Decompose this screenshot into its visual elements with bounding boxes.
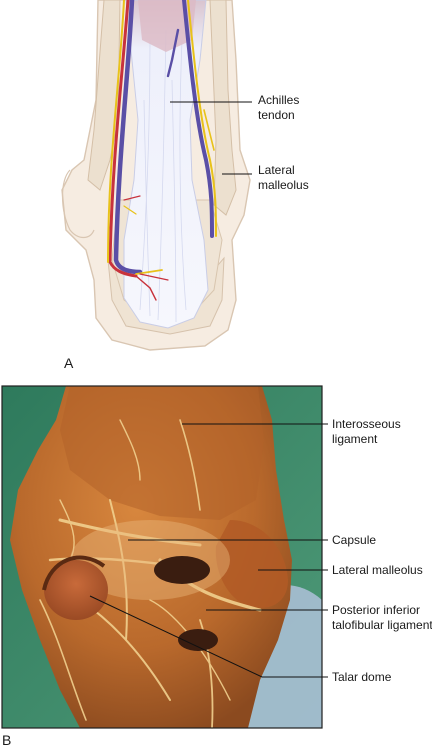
label-achilles-line2: tendon: [258, 108, 295, 122]
photo-frame: [1, 385, 323, 729]
panel-letter-b: B: [2, 732, 11, 748]
label-pitfl-line1: Posterior inferior: [332, 603, 420, 617]
label-lateral-line1: Lateral: [258, 163, 295, 177]
lateral-malleolus-contour: [61, 169, 95, 239]
label-interosseous-line1: Interosseous: [332, 417, 401, 431]
label-posterior-inferior-talofibular-ligament: Posterior inferior talofibular ligament: [332, 603, 432, 632]
label-achilles-tendon: Achilles tendon: [258, 93, 303, 122]
label-talar-dome: Talar dome: [332, 670, 392, 684]
label-achilles-line1: Achilles: [258, 93, 299, 107]
muscle-belly: [138, 0, 196, 52]
joint-cavity-upper: [154, 556, 210, 584]
label-lateral-malleolus-b: Lateral malleolus: [332, 563, 423, 577]
tendon-fibres: [139, 29, 187, 323]
talar-dome-rim: [42, 555, 106, 591]
label-pitfl-line2: talofibular ligament: [332, 618, 432, 632]
panel-a-illustration: [61, 0, 251, 351]
panel-b-photograph: [1, 385, 323, 729]
label-lateral-malleolus-a: Lateral malleolus: [258, 163, 309, 192]
lateral-bone: [209, 0, 237, 216]
lateral-neurovascular-bundle: [166, 0, 217, 238]
tibia-region: [60, 386, 264, 520]
talar-dome: [44, 560, 108, 620]
joint-cavity-lower: [178, 629, 218, 651]
medial-neurovascular-bundle: [107, 0, 169, 301]
label-interosseous-ligament: Interosseous ligament: [332, 417, 404, 446]
label-interosseous-line2: ligament: [332, 432, 378, 446]
label-lateral-line2: malleolus: [258, 178, 309, 192]
leader-talar-dome: [89, 595, 328, 678]
label-capsule: Capsule: [332, 533, 376, 547]
panel-letter-a: A: [64, 355, 74, 371]
lateral-malleolus-region: [215, 520, 288, 608]
